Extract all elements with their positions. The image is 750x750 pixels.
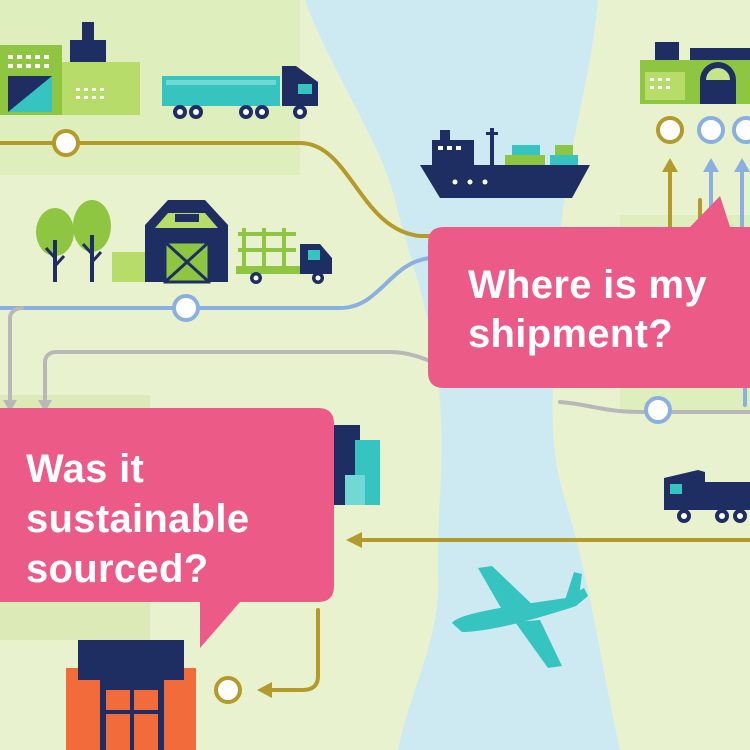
sourcing-question-line-1: Was it: [26, 447, 145, 491]
factory-icon: [640, 42, 750, 104]
route-node-icon: [697, 116, 725, 144]
route-node-icon: [644, 396, 672, 424]
route-nodes: [52, 116, 750, 704]
warehouse-icon: [66, 640, 196, 750]
sourcing-question-line-2: sustainable: [26, 497, 250, 541]
route-node-icon: [732, 116, 750, 144]
arrow-icon: [662, 158, 678, 172]
speech-bubble-sourcing: [0, 408, 334, 648]
cargo-ship-icon: [420, 128, 590, 198]
barn-icon: [112, 200, 228, 284]
route-node-icon: [172, 294, 200, 322]
arrow-icon: [38, 400, 52, 412]
arrow-icon: [3, 400, 17, 412]
shipment-question-line-2: shipment?: [468, 312, 673, 356]
sourcing-question-line-3: sourced?: [26, 547, 209, 591]
arrow-icon: [257, 682, 272, 698]
route-node-icon: [656, 116, 684, 144]
airplane-icon: [452, 566, 588, 668]
route-node-icon: [52, 129, 80, 157]
factory-icon: [0, 22, 140, 115]
tree-icon: [36, 200, 111, 282]
route-gold-down: [266, 608, 320, 692]
route-blue-farm: [0, 256, 442, 310]
arrow-icon: [703, 158, 719, 172]
route-gray-a: [8, 306, 24, 407]
truck-icon: [162, 66, 318, 119]
route-gray-right: [558, 400, 750, 414]
route-gold-top: [0, 141, 442, 238]
flatbed-truck-icon: [236, 228, 332, 284]
truck-icon: [664, 470, 750, 523]
arrow-icon: [346, 532, 362, 548]
shipment-question-line-1: Where is my: [468, 263, 707, 307]
arrow-icon: [734, 158, 750, 172]
speech-bubble-shipment: [428, 196, 750, 388]
route-node-icon: [214, 676, 242, 704]
